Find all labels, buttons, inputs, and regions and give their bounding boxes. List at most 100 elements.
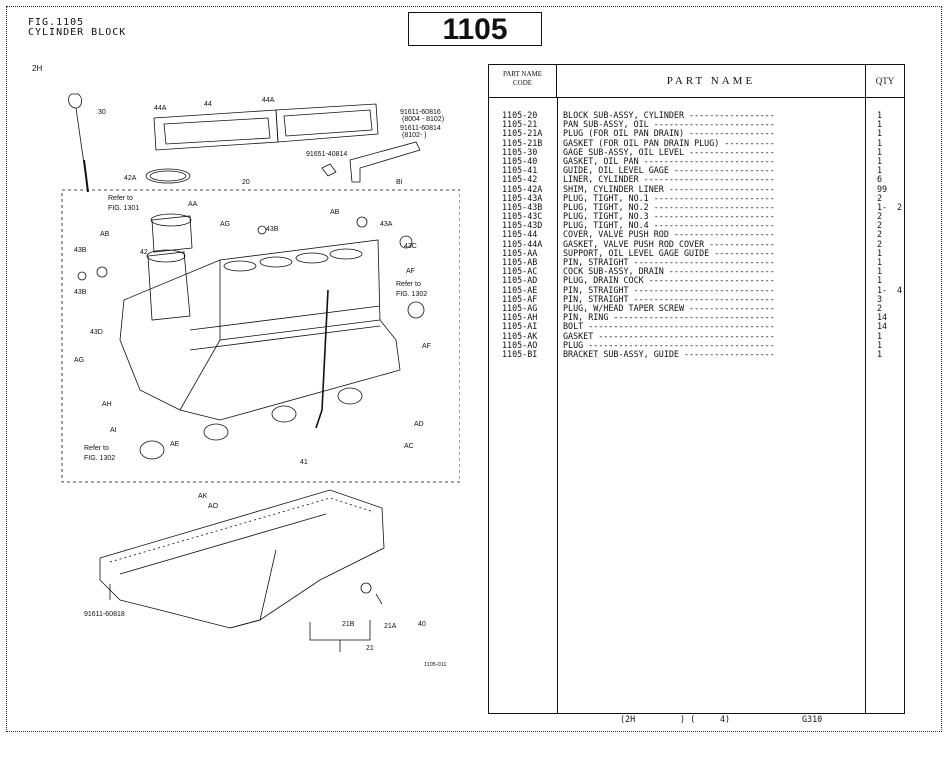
cylinder-liner bbox=[147, 251, 191, 321]
part-code: 1105-AC bbox=[502, 266, 538, 277]
label-21b: 21B bbox=[342, 621, 355, 628]
part-name: PLUG, DRAIN COCK -----------------------… bbox=[563, 276, 775, 286]
header-part-name-code: PART NAME CODE bbox=[489, 65, 557, 98]
part-qty: 1 bbox=[877, 110, 883, 120]
part-qty: 1- bbox=[877, 201, 888, 212]
label-ag-top: AG bbox=[220, 221, 230, 228]
part-code: 1105-44 bbox=[502, 229, 538, 240]
part-qty: 99 bbox=[877, 183, 888, 194]
part-name: BRACKET SUB-ASSY, GUIDE ----------------… bbox=[563, 349, 775, 359]
model-tag: 2H bbox=[32, 64, 43, 73]
part-name: PLUG -----------------------------------… bbox=[563, 340, 775, 350]
part-name: BLOCK SUB-ASSY, CYLINDER ---------------… bbox=[563, 111, 775, 120]
oil-gage-guide bbox=[315, 289, 329, 429]
part-qty: 2 bbox=[877, 220, 883, 231]
part-qty: 1 bbox=[877, 137, 883, 148]
part-code: 1105-AO bbox=[502, 339, 538, 350]
part-name: PIN, RING ------------------------------… bbox=[563, 313, 775, 323]
label-ac: AC bbox=[404, 443, 414, 450]
column-divider bbox=[557, 98, 558, 713]
part-code: 1105-21B bbox=[502, 137, 543, 148]
part-qty: 14 bbox=[877, 312, 888, 323]
part-name: COCK SUB-ASSY, DRAIN -------------------… bbox=[563, 267, 775, 277]
part-name: BOLT -----------------------------------… bbox=[563, 322, 775, 332]
figure-label: FIG.1105 bbox=[28, 17, 85, 28]
oil-pan bbox=[99, 489, 385, 629]
part-qty: 1 bbox=[877, 146, 883, 157]
label-ab-left: AB bbox=[100, 231, 110, 238]
part-code: 1105-43B bbox=[502, 201, 543, 212]
part-code: 1105-AH bbox=[502, 312, 538, 323]
part-code: 1105-BI bbox=[502, 348, 538, 359]
label-44a-left: 44A bbox=[154, 105, 167, 112]
part-qty-alt: 2 bbox=[897, 201, 903, 212]
table-row: 1105-AO PLUG ----------------------------… bbox=[489, 339, 904, 350]
part-code: 1105-AG bbox=[502, 302, 538, 313]
label-refer-1302b-b: FIG. 1302 bbox=[84, 455, 115, 462]
part-code: 1105-43A bbox=[502, 192, 543, 203]
label-44a-right: 44A bbox=[262, 97, 275, 104]
rear-seal-ring bbox=[139, 440, 165, 460]
label-ab-top: AB bbox=[330, 209, 340, 216]
part-qty: 2 bbox=[877, 192, 883, 203]
part-name: GAGE SUB-ASSY, OIL LEVEL ---------------… bbox=[563, 147, 775, 157]
part-name: GUIDE, OIL LEVEL GAGE ------------------… bbox=[563, 166, 775, 176]
part-name: PLUG, TIGHT, NO.2 ----------------------… bbox=[563, 202, 775, 212]
part-qty: 1 bbox=[877, 266, 883, 277]
part-name: PLUG (FOR OIL PAN DRAIN) ---------------… bbox=[563, 129, 775, 139]
part-qty: 2 bbox=[877, 211, 883, 222]
figure-title: FIG.1105 CYLINDER BLOCK bbox=[28, 18, 126, 38]
part-qty: 1 bbox=[877, 339, 883, 350]
part-code: 1105-AD bbox=[502, 275, 538, 286]
footer-page: 4) bbox=[720, 714, 731, 724]
page-footer: (2H ) ( 4) G310 bbox=[488, 712, 905, 726]
part-name: PIN, STRAIGHT --------------------------… bbox=[563, 285, 775, 295]
label-21: 21 bbox=[366, 645, 374, 652]
part-code: 1105-42A bbox=[502, 183, 543, 194]
part-qty: 2 bbox=[877, 238, 883, 249]
part-name: COVER, VALVE PUSH ROD ------------------… bbox=[563, 230, 775, 240]
block-assembly-outline bbox=[61, 189, 460, 483]
part-qty: 1 bbox=[877, 165, 883, 176]
part-qty: 1- bbox=[877, 284, 888, 295]
part-name: LINER, CYLINDER ------------------------… bbox=[563, 175, 775, 185]
part-name: SHIM, CYLINDER LINER -------------------… bbox=[563, 184, 775, 194]
label-ao: AO bbox=[208, 503, 219, 510]
label-af-right: AF bbox=[422, 343, 431, 350]
label-ad: AD bbox=[414, 421, 424, 428]
table-row: 1105-42A SHIM, CYLINDER LINER -----------… bbox=[489, 183, 904, 194]
label-91611-60814: 91611-60814 bbox=[400, 125, 441, 132]
table-row: 1105-21A PLUG (FOR OIL PAN DRAIN) -------… bbox=[489, 129, 904, 138]
label-91611-60818: 91611-60818 bbox=[84, 611, 125, 618]
part-qty: 1 bbox=[877, 275, 883, 286]
cylinder-block bbox=[119, 239, 401, 421]
label-60816-range: (8004 - 8102) bbox=[402, 116, 444, 123]
header-qty: QTY bbox=[865, 65, 904, 98]
part-qty: 6 bbox=[877, 174, 883, 185]
part-code: 1105-40 bbox=[502, 155, 538, 166]
label-ae: AE bbox=[170, 441, 180, 448]
oil-gage-handle bbox=[68, 93, 82, 109]
label-bi: BI bbox=[396, 179, 403, 186]
label-ai: AI bbox=[110, 427, 117, 434]
label-af-top: AF bbox=[406, 268, 415, 275]
part-code: 1105-AB bbox=[502, 257, 538, 267]
table-row: 1105-AC COCK SUB-ASSY, DRAIN ------------… bbox=[489, 266, 904, 277]
part-code: 1105-AI bbox=[502, 321, 538, 332]
part-qty-alt: 4 bbox=[897, 284, 903, 295]
table-row: 1105-40 GASKET, OIL PAN -----------------… bbox=[489, 155, 904, 166]
part-name: GASKET, OIL PAN ------------------------… bbox=[563, 156, 775, 166]
part-code: 1105-21A bbox=[502, 128, 543, 139]
table-row: 1105-43B PLUG, TIGHT, NO.2 --------------… bbox=[489, 201, 904, 212]
